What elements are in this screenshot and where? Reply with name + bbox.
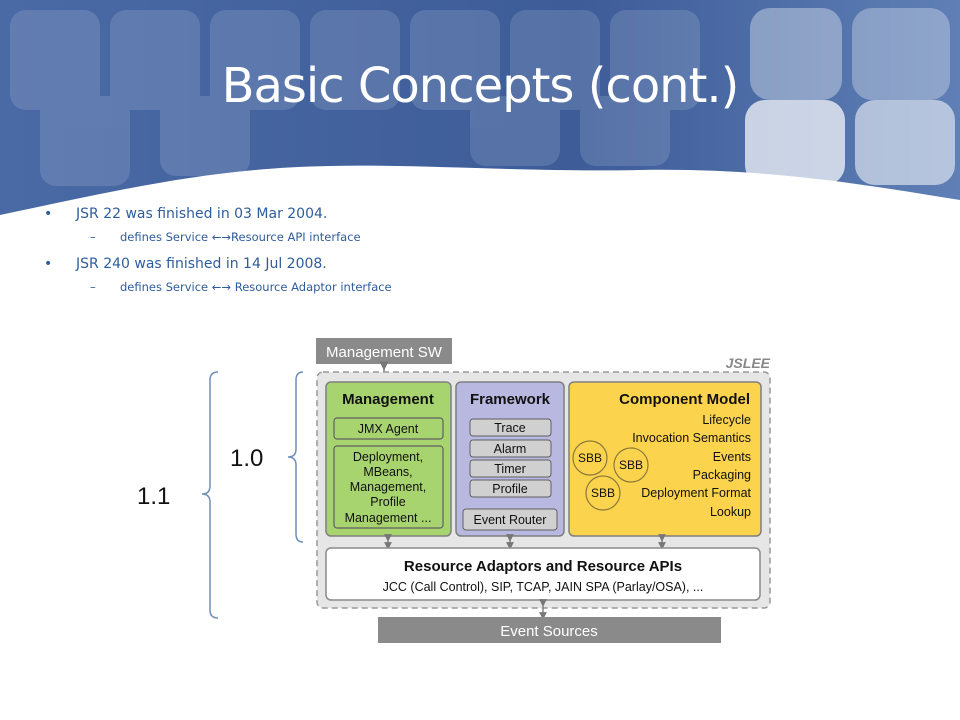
sub-bullet-text: defines Service ←→Resource API interface bbox=[120, 230, 361, 244]
bullet-text: JSR 22 was finished in 03 Mar 2004. bbox=[76, 206, 328, 222]
deployment-box bbox=[333, 445, 444, 529]
version-outer-label: 1.1 bbox=[137, 483, 170, 510]
trace-box bbox=[469, 418, 552, 437]
header-background bbox=[0, 0, 960, 215]
slide-title: Basic Concepts (cont.) bbox=[221, 58, 740, 114]
event-sources-box bbox=[378, 617, 721, 643]
alarm-label: Alarm bbox=[494, 442, 527, 456]
framework-title: Framework bbox=[470, 391, 551, 408]
sbb-circle bbox=[613, 447, 649, 483]
profile-box bbox=[469, 479, 552, 498]
dash-icon: – bbox=[90, 230, 96, 244]
deployment-line: Management, bbox=[350, 480, 426, 494]
jmx-agent-label: JMX Agent bbox=[358, 422, 419, 436]
deployment-line: Deployment, bbox=[353, 450, 423, 464]
timer-label: Timer bbox=[494, 462, 525, 476]
bullet-item: • JSR 240 was finished in 14 Jul 2008. bbox=[40, 254, 740, 274]
deployment-line: MBeans, bbox=[363, 465, 412, 479]
component-model-item: Lifecycle bbox=[702, 413, 751, 427]
sbb-label: SBB bbox=[578, 451, 602, 465]
component-model-item: Invocation Semantics bbox=[632, 431, 751, 445]
deployment-line: Management ... bbox=[345, 511, 432, 525]
trace-label: Trace bbox=[494, 421, 526, 435]
jslee-label: JSLEE bbox=[726, 355, 771, 371]
sub-bullet-item: – defines Service ←→ Resource Adaptor in… bbox=[40, 278, 740, 296]
sub-bullet-text: defines Service ←→ Resource Adaptor inte… bbox=[120, 280, 392, 294]
management-sw-box bbox=[316, 338, 452, 364]
bracket-outer bbox=[201, 371, 219, 619]
resource-adaptors-title: Resource Adaptors and Resource APIs bbox=[404, 558, 682, 575]
component-model-title: Component Model bbox=[619, 391, 750, 408]
component-model-item: Packaging bbox=[693, 468, 751, 482]
event-router-box bbox=[462, 508, 558, 531]
bullet-item: • JSR 22 was finished in 03 Mar 2004. bbox=[40, 204, 740, 224]
sub-bullet-item: – defines Service ←→Resource API interfa… bbox=[40, 228, 740, 246]
sbb-label: SBB bbox=[619, 458, 643, 472]
timer-box bbox=[469, 459, 552, 478]
profile-label: Profile bbox=[492, 482, 527, 496]
sbb-circle bbox=[585, 475, 621, 511]
bullet-icon: • bbox=[44, 256, 53, 272]
sbb-label: SBB bbox=[591, 486, 615, 500]
resource-adaptors-subtitle: JCC (Call Control), SIP, TCAP, JAIN SPA … bbox=[383, 580, 704, 594]
bullet-list: • JSR 22 was finished in 03 Mar 2004. – … bbox=[40, 204, 740, 304]
deployment-line: Profile bbox=[370, 495, 405, 509]
management-title: Management bbox=[342, 391, 434, 408]
management-sw-label: Management SW bbox=[326, 344, 443, 361]
bracket-inner bbox=[287, 371, 304, 543]
jmx-agent-box bbox=[333, 417, 444, 440]
version-inner-label: 1.0 bbox=[230, 445, 263, 472]
component-model-item: Deployment Format bbox=[641, 486, 751, 500]
component-model-item: Events bbox=[713, 450, 751, 464]
event-router-label: Event Router bbox=[474, 513, 547, 527]
bullet-text: JSR 240 was finished in 14 Jul 2008. bbox=[76, 256, 327, 272]
event-sources-label: Event Sources bbox=[500, 623, 598, 640]
component-model-item: Lookup bbox=[710, 505, 751, 519]
dash-icon: – bbox=[90, 280, 96, 294]
alarm-box bbox=[469, 439, 552, 458]
bullet-icon: • bbox=[44, 206, 53, 222]
sbb-circle bbox=[572, 440, 608, 476]
